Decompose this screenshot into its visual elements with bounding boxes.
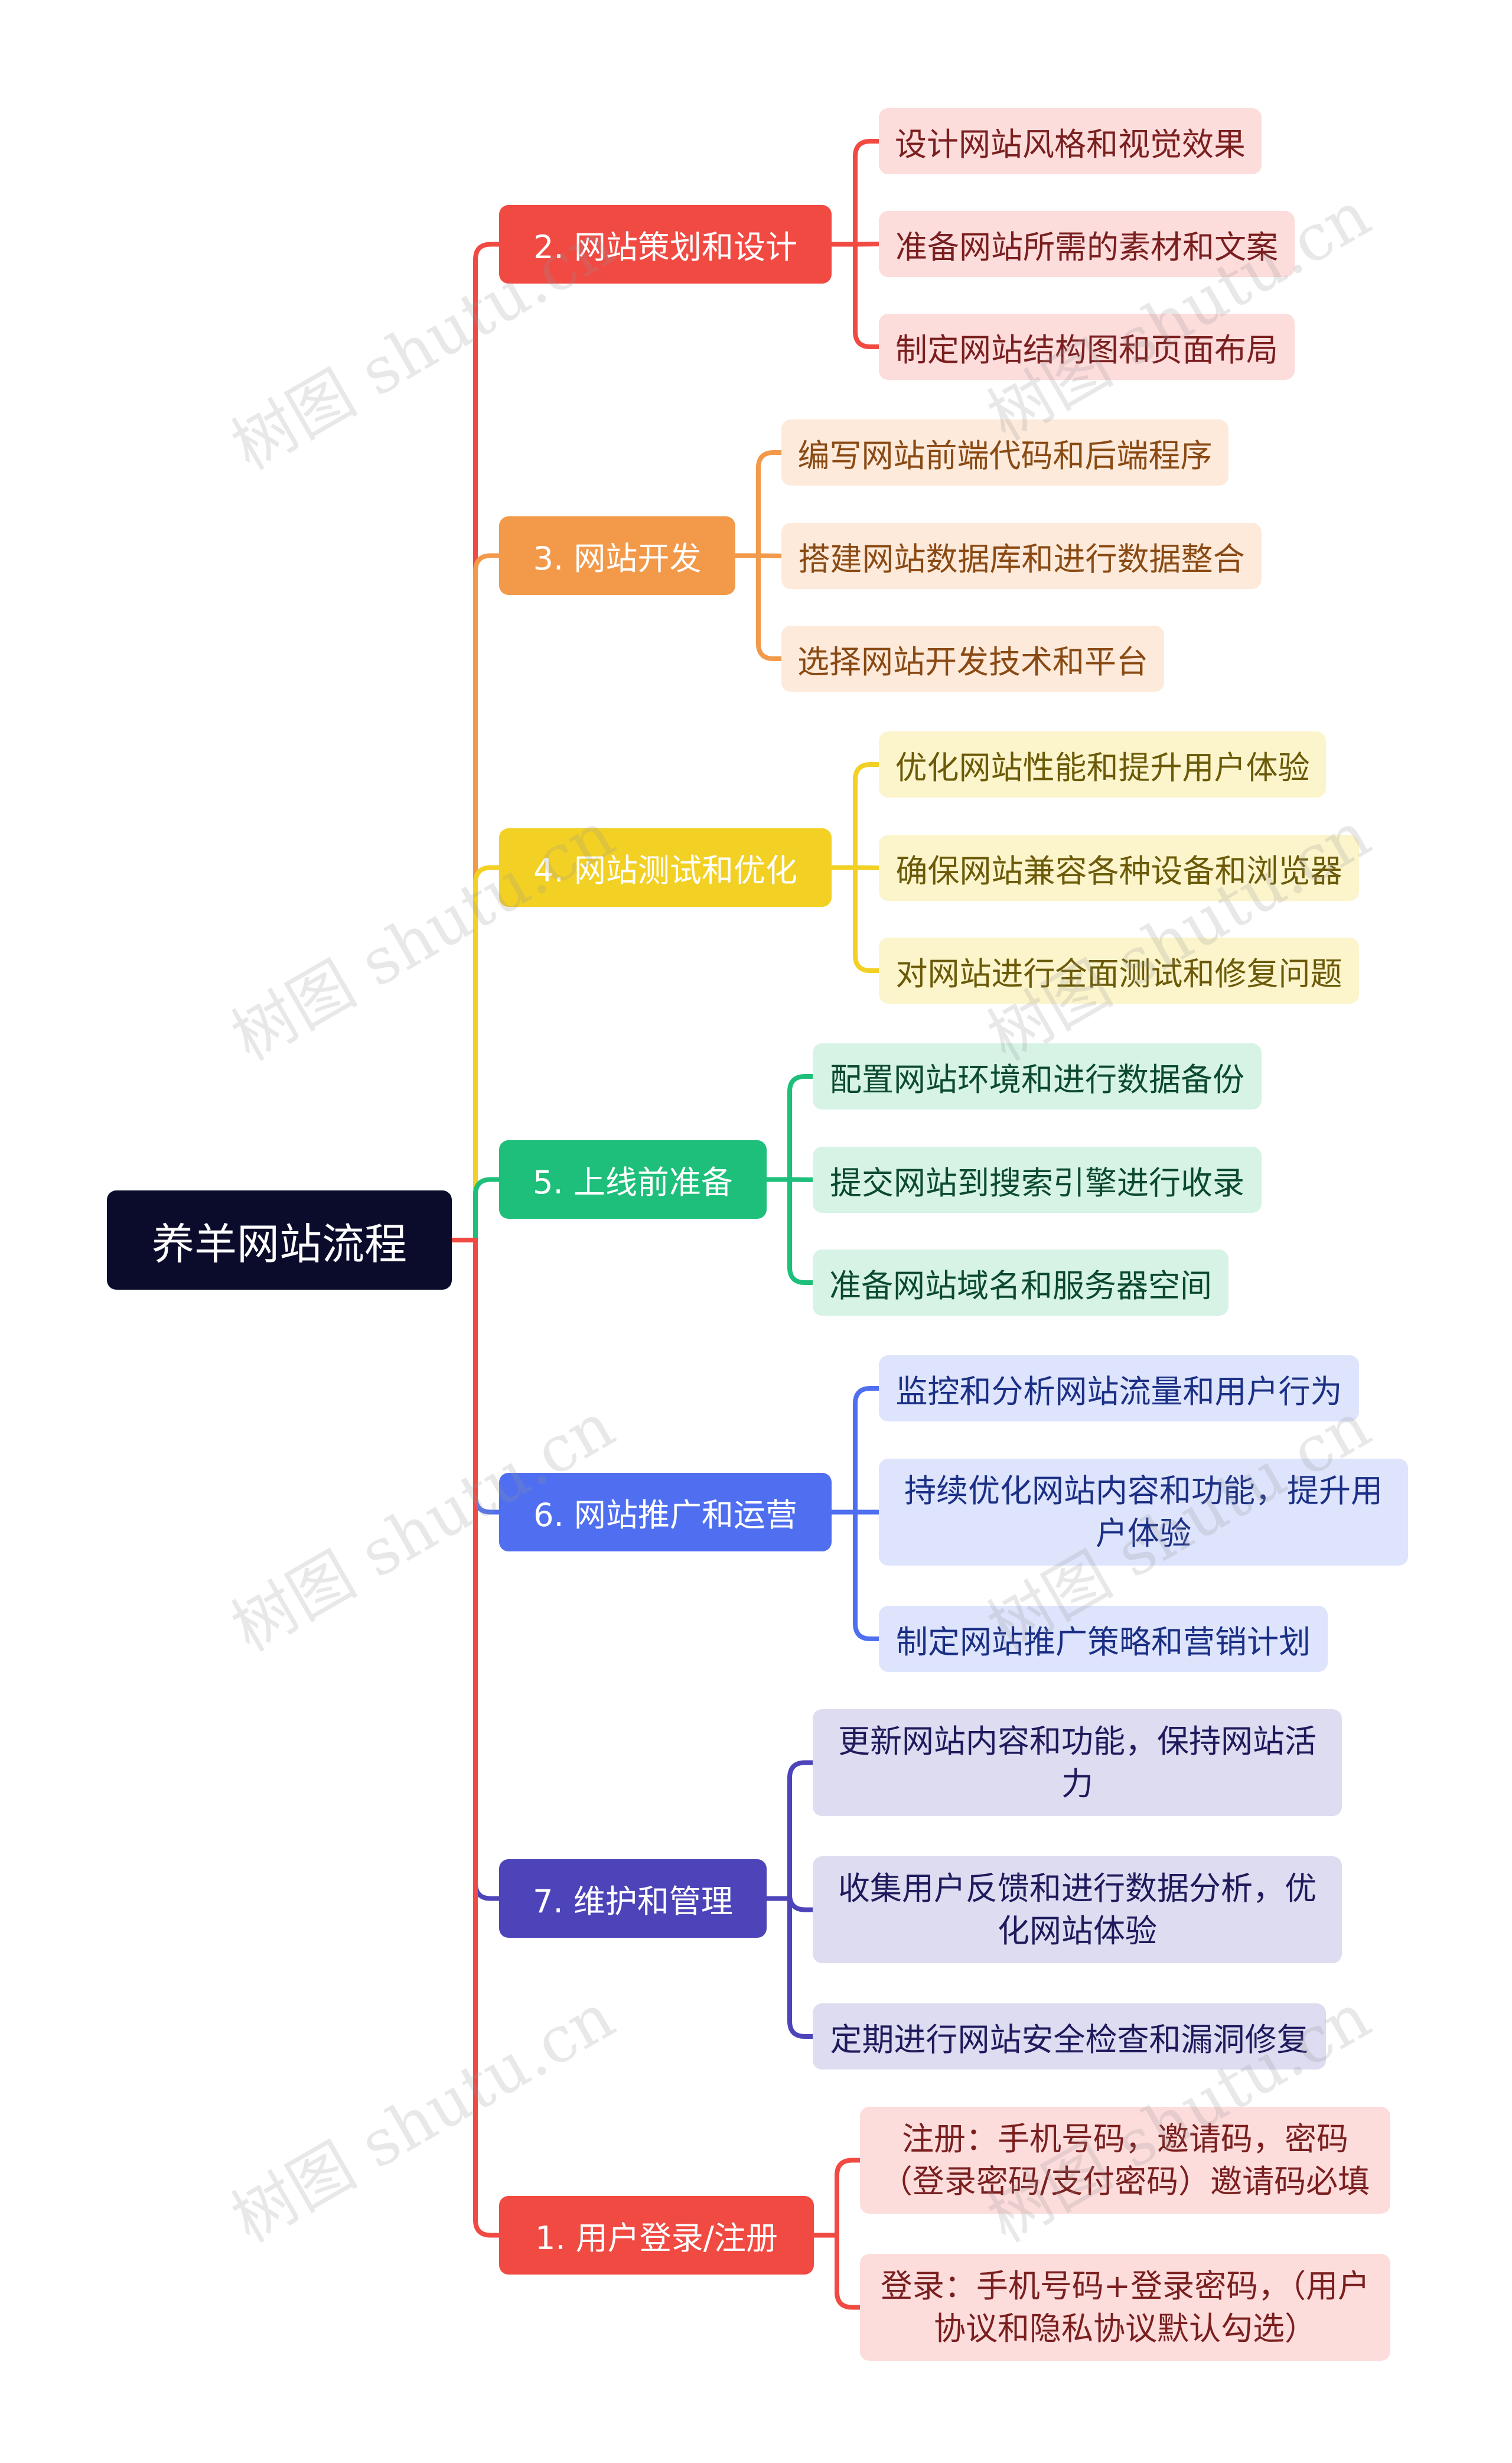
leaf-node[interactable]: 配置网站环境和进行数据备份 (813, 1043, 1262, 1110)
branch-connector (473, 1238, 501, 1515)
leaf-node[interactable]: 持续优化网站内容和功能，提升用户体验 (879, 1459, 1408, 1566)
leaf-connector (853, 1509, 881, 1641)
branch-node-development[interactable]: 3. 网站开发 (499, 516, 735, 595)
leaf-connector (756, 553, 784, 661)
leaf-node[interactable]: 设计网站风格和视觉效果 (879, 108, 1262, 174)
leaf-node[interactable]: 编写网站前端代码和后端程序 (781, 419, 1228, 486)
branch-connector (473, 1177, 501, 1242)
branch-connector (473, 1238, 501, 2238)
leaf-connector (835, 2233, 862, 2310)
leaf-connector (853, 762, 881, 870)
leaf-node[interactable]: 注册：手机号码，邀请码，密码（登录密码/支付密码）邀请码必填 (860, 2107, 1390, 2214)
branch-node-planning-design[interactable]: 2. 网站策划和设计 (499, 205, 832, 284)
leaf-node[interactable]: 准备网站所需的素材和文案 (879, 211, 1295, 277)
branch-connector (473, 1238, 501, 1901)
root-node[interactable]: 养羊网站流程 (107, 1190, 452, 1290)
leaf-connector (787, 1896, 815, 2039)
leaf-connector (787, 1894, 815, 1912)
leaf-node[interactable]: 收集用户反馈和进行数据分析，优化网站体验 (813, 1856, 1342, 1963)
leaf-node[interactable]: 制定网站结构图和页面布局 (879, 314, 1295, 380)
leaf-node[interactable]: 监控和分析网站流量和用户行为 (879, 1355, 1359, 1421)
leaf-connector (835, 2158, 862, 2238)
branch-node-promotion-operation[interactable]: 6. 网站推广和运营 (499, 1473, 832, 1551)
leaf-node[interactable]: 搭建网站数据库和进行数据整合 (781, 523, 1262, 589)
branch-node-testing-optimization[interactable]: 4. 网站测试和优化 (499, 828, 832, 907)
leaf-node[interactable]: 选择网站开发技术和平台 (781, 626, 1164, 692)
branch-node-pre-launch[interactable]: 5. 上线前准备 (499, 1140, 767, 1219)
leaf-node[interactable]: 登录：手机号码+登录密码，（用户协议和隐私协议默认勾选） (860, 2254, 1390, 2361)
leaf-node[interactable]: 制定网站推广策略和营销计划 (879, 1606, 1328, 1672)
branch-connector (473, 553, 501, 1242)
leaf-node[interactable]: 定期进行网站安全检查和漏洞修复 (813, 2003, 1326, 2070)
branch-connector (473, 242, 501, 1242)
leaf-connector (787, 1177, 815, 1285)
leaf-connector (756, 553, 784, 558)
leaf-connector (756, 450, 784, 558)
leaf-node[interactable]: 对网站进行全面测试和修复问题 (879, 938, 1359, 1004)
branch-node-login-register[interactable]: 1. 用户登录/注册 (499, 2196, 814, 2275)
leaf-connector (853, 242, 881, 349)
leaf-connector (853, 865, 881, 973)
leaf-node[interactable]: 确保网站兼容各种设备和浏览器 (879, 835, 1359, 901)
leaf-node[interactable]: 准备网站域名和服务器空间 (813, 1250, 1228, 1316)
leaf-connector (787, 1074, 815, 1182)
branch-connector (473, 865, 501, 1242)
leaf-node[interactable]: 更新网站内容和功能，保持网站活力 (813, 1709, 1342, 1816)
leaf-node[interactable]: 提交网站到搜索引擎进行收录 (813, 1147, 1262, 1213)
leaf-connector (853, 1386, 881, 1515)
leaf-connector (853, 242, 881, 247)
branch-node-maintenance[interactable]: 7. 维护和管理 (499, 1859, 767, 1938)
leaf-connector (787, 1760, 815, 1901)
leaf-node[interactable]: 优化网站性能和提升用户体验 (879, 731, 1326, 798)
leaf-connector (853, 139, 881, 247)
